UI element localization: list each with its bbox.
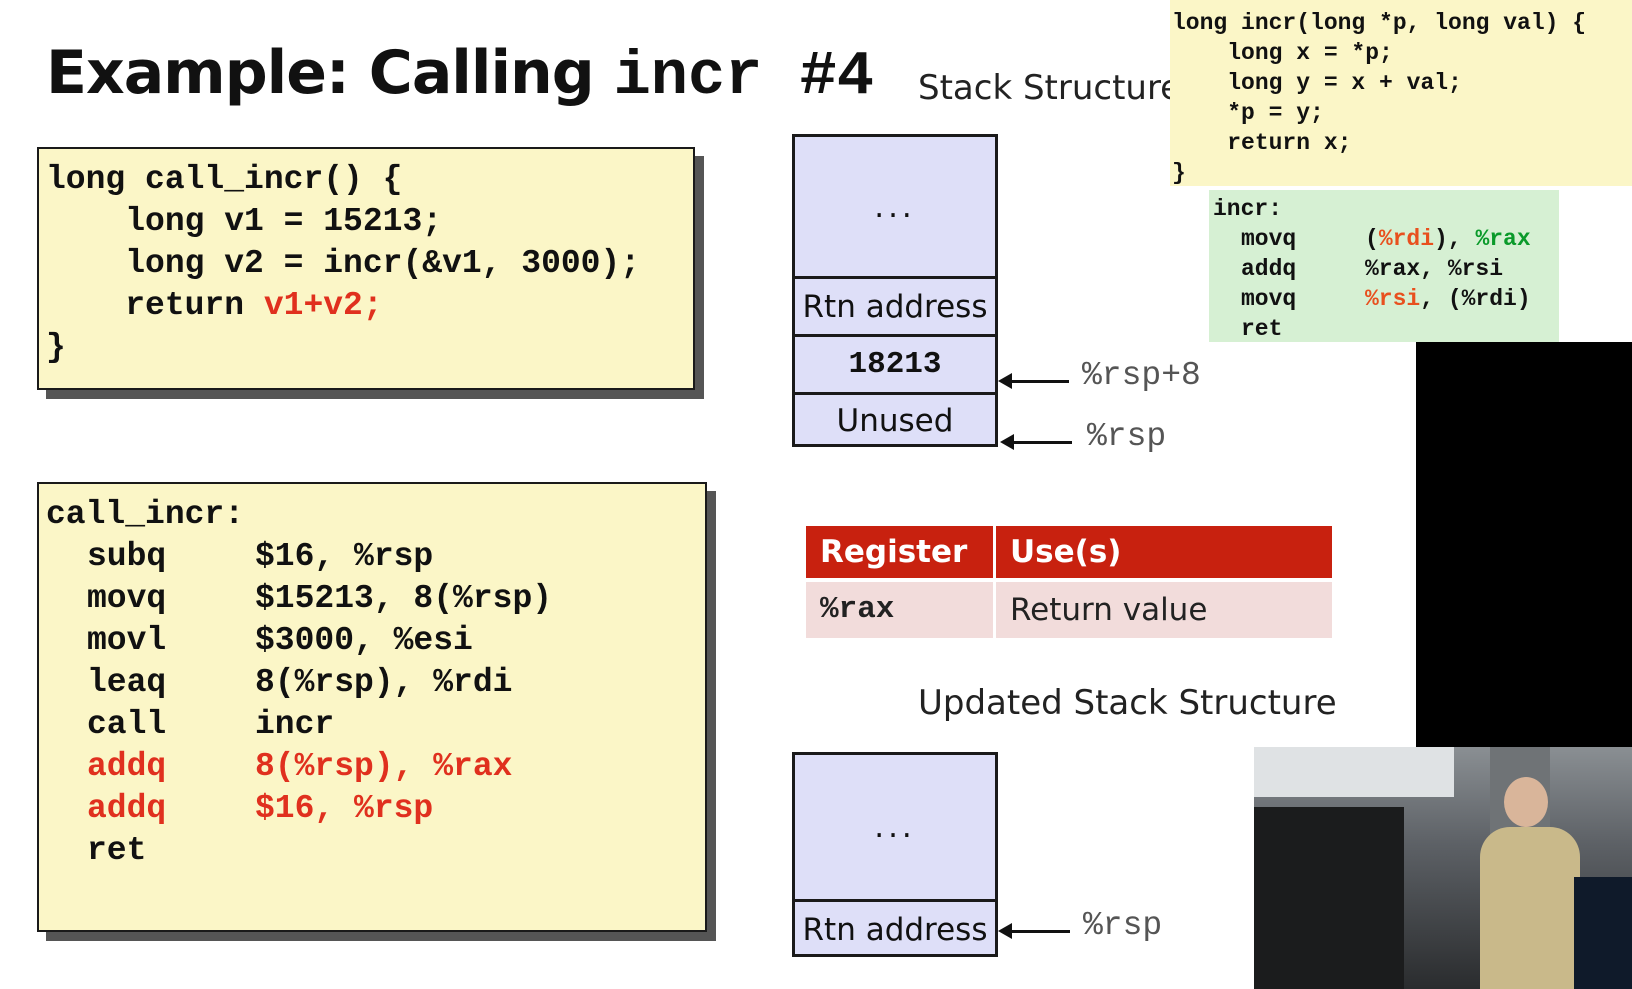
header-register: Register bbox=[806, 526, 996, 578]
code-line: long y = x + val; bbox=[1172, 70, 1462, 96]
code-line: return x; bbox=[1172, 130, 1352, 156]
stack-cell-ellipsis: ... bbox=[874, 188, 916, 225]
register-table-row: %rax Return value bbox=[806, 582, 1332, 638]
asm-line: movq $15213, 8(%rsp) bbox=[46, 578, 705, 620]
register-use: Return value bbox=[1010, 592, 1208, 628]
asm-operands: incr bbox=[255, 706, 335, 743]
code-line: long x = *p; bbox=[1172, 40, 1393, 66]
pointer-label-rsp-plus-8: %rsp+8 bbox=[1082, 357, 1201, 394]
stack-cell-return-address: Rtn address bbox=[795, 899, 995, 957]
asm-line: ret bbox=[46, 830, 705, 872]
code-line: long incr(long *p, long val) { bbox=[1172, 10, 1587, 36]
asm-opcode: leaq bbox=[87, 664, 167, 701]
asm-opcode: call bbox=[87, 706, 167, 743]
asm-opcode: addq bbox=[87, 790, 167, 827]
stack-cell-return-address: Rtn address bbox=[795, 276, 995, 334]
slide-title: Example: Calling incr #4 bbox=[46, 38, 875, 112]
pointer-label-rsp: %rsp bbox=[1087, 418, 1167, 455]
code-line: } bbox=[46, 329, 66, 366]
stack-cell-unused: Unused bbox=[795, 392, 995, 447]
asm-line: movq%rsi, (%rdi) bbox=[1241, 286, 1531, 312]
code-line: return v1+v2; bbox=[46, 287, 383, 324]
pointer-label-rsp: %rsp bbox=[1083, 907, 1163, 944]
lecture-video-thumbnail bbox=[1254, 747, 1632, 989]
register-table: Register Use(s) %rax Return value bbox=[806, 526, 1332, 638]
asm-label: incr: bbox=[1213, 196, 1283, 222]
code-line: } bbox=[1172, 160, 1186, 186]
code-line: long call_incr() { bbox=[46, 161, 403, 198]
asm-opcode: addq bbox=[87, 748, 167, 785]
asm-label: call_incr: bbox=[46, 496, 245, 533]
asm-opcode: subq bbox=[87, 538, 167, 575]
projector-screen bbox=[1254, 747, 1454, 797]
asm-line: subq $16, %rsp bbox=[46, 536, 705, 578]
asm-operands: $16, %rsp bbox=[255, 790, 434, 827]
incr-c-code-box: long incr(long *p, long val) { long x = … bbox=[1170, 0, 1632, 186]
video-overlay-background bbox=[1416, 342, 1632, 747]
call-incr-c-code-box: long call_incr() { long v1 = 15213; long… bbox=[37, 147, 695, 390]
speaker-body bbox=[1480, 827, 1580, 989]
register-table-header: Register Use(s) bbox=[806, 526, 1332, 578]
return-expression: v1+v2; bbox=[263, 287, 383, 324]
asm-operands: 8(%rsp), %rax bbox=[255, 748, 513, 785]
asm-line: movl $3000, %esi bbox=[46, 620, 705, 662]
laptop bbox=[1574, 877, 1632, 989]
arrow-left-icon bbox=[1000, 434, 1072, 450]
call-incr-asm-box: call_incr: subq $16, %rsp movq $15213, 8(%r… bbox=[37, 482, 707, 932]
stack-cell-value: 18213 bbox=[795, 334, 995, 392]
arrow-left-icon bbox=[998, 923, 1070, 939]
slide-title-code: incr #4 bbox=[613, 41, 875, 112]
asm-line: addq%rax, %rsi bbox=[1241, 256, 1504, 282]
asm-line: ret bbox=[1241, 316, 1283, 342]
code-line: *p = y; bbox=[1172, 100, 1324, 126]
asm-rows: subq $16, %rsp movq $15213, 8(%rsp) movl $300… bbox=[46, 536, 705, 872]
stack-diagram: ... Rtn address 18213 Unused bbox=[792, 134, 998, 447]
arrow-left-icon bbox=[998, 373, 1069, 389]
header-uses: Use(s) bbox=[1010, 534, 1122, 570]
asm-line: addq 8(%rsp), %rax bbox=[46, 746, 705, 788]
speaker-head bbox=[1504, 777, 1548, 827]
chalkboard bbox=[1254, 807, 1404, 989]
asm-opcode: movq bbox=[87, 580, 167, 617]
code-line: long v1 = 15213; bbox=[46, 203, 443, 240]
asm-operands: $15213, 8(%rsp) bbox=[255, 580, 553, 617]
incr-asm-box: incr: movq(%rdi), %rax addq%rax, %rsi mo… bbox=[1209, 190, 1559, 342]
stack-heading: Stack Structure bbox=[918, 68, 1182, 108]
stack-cell-ellipsis: ... bbox=[874, 809, 916, 845]
code-line: long v2 = incr(&v1, 3000); bbox=[46, 245, 641, 282]
asm-opcode: movl bbox=[87, 622, 167, 659]
updated-stack-heading: Updated Stack Structure bbox=[918, 683, 1337, 723]
asm-line: movq(%rdi), %rax bbox=[1241, 226, 1531, 252]
asm-operands: $16, %rsp bbox=[255, 538, 434, 575]
asm-operands: $3000, %esi bbox=[255, 622, 473, 659]
updated-stack-diagram: ... Rtn address bbox=[792, 752, 998, 957]
asm-line: call incr bbox=[46, 704, 705, 746]
asm-operands: 8(%rsp), %rdi bbox=[255, 664, 513, 701]
register-rax: %rax bbox=[806, 582, 996, 638]
asm-line: addq $16, %rsp bbox=[46, 788, 705, 830]
asm-line: leaq 8(%rsp), %rdi bbox=[46, 662, 705, 704]
asm-opcode: ret bbox=[87, 832, 147, 869]
